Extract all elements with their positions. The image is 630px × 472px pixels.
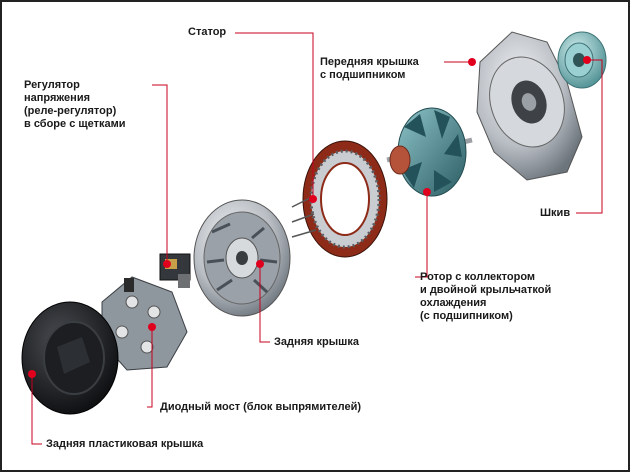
- leader-regulator: [152, 84, 168, 264]
- leader-rear-plastic-cover: [31, 374, 42, 445]
- label-diode-bridge: Диодный мост (блок выпрямителей): [160, 401, 362, 413]
- label-front-cover: Передняя крышка с подшипником: [320, 56, 419, 81]
- rear-cover-part: [193, 199, 291, 317]
- marker-diode-bridge: [148, 323, 156, 331]
- leader-pulley: [576, 59, 603, 214]
- leader-lines: [31, 32, 603, 445]
- label-regulator: Регулятор напряжения (реле-регулятор) в …: [24, 79, 126, 130]
- marker-rear-plastic-cover: [28, 370, 36, 378]
- marker-rear-cover: [256, 260, 264, 268]
- rotor-part: [386, 107, 473, 197]
- leader-rear-cover: [259, 264, 270, 343]
- leader-rotor: [415, 192, 428, 278]
- marker-regulator: [163, 260, 171, 268]
- leader-stator: [235, 32, 314, 199]
- rear-plastic-cover-part: [21, 301, 119, 415]
- marker-pulley: [583, 56, 591, 64]
- leader-diode-bridge: [147, 327, 153, 408]
- regulator-part: [159, 253, 191, 288]
- label-rotor: Ротор с коллектором и двойной крыльчатко…: [420, 271, 552, 322]
- pulley-part: [557, 31, 607, 89]
- front-cover-part: [476, 31, 583, 181]
- stator-part: [291, 140, 388, 258]
- marker-stator: [309, 195, 317, 203]
- label-stator: Статор: [188, 26, 227, 38]
- markers: [28, 56, 591, 378]
- label-pulley: Шкив: [540, 207, 571, 219]
- label-rear-cover: Задняя крышка: [274, 336, 359, 348]
- marker-rotor: [423, 188, 431, 196]
- marker-front-cover: [468, 58, 476, 66]
- label-rear-plastic-cover: Задняя пластиковая крышка: [46, 438, 204, 450]
